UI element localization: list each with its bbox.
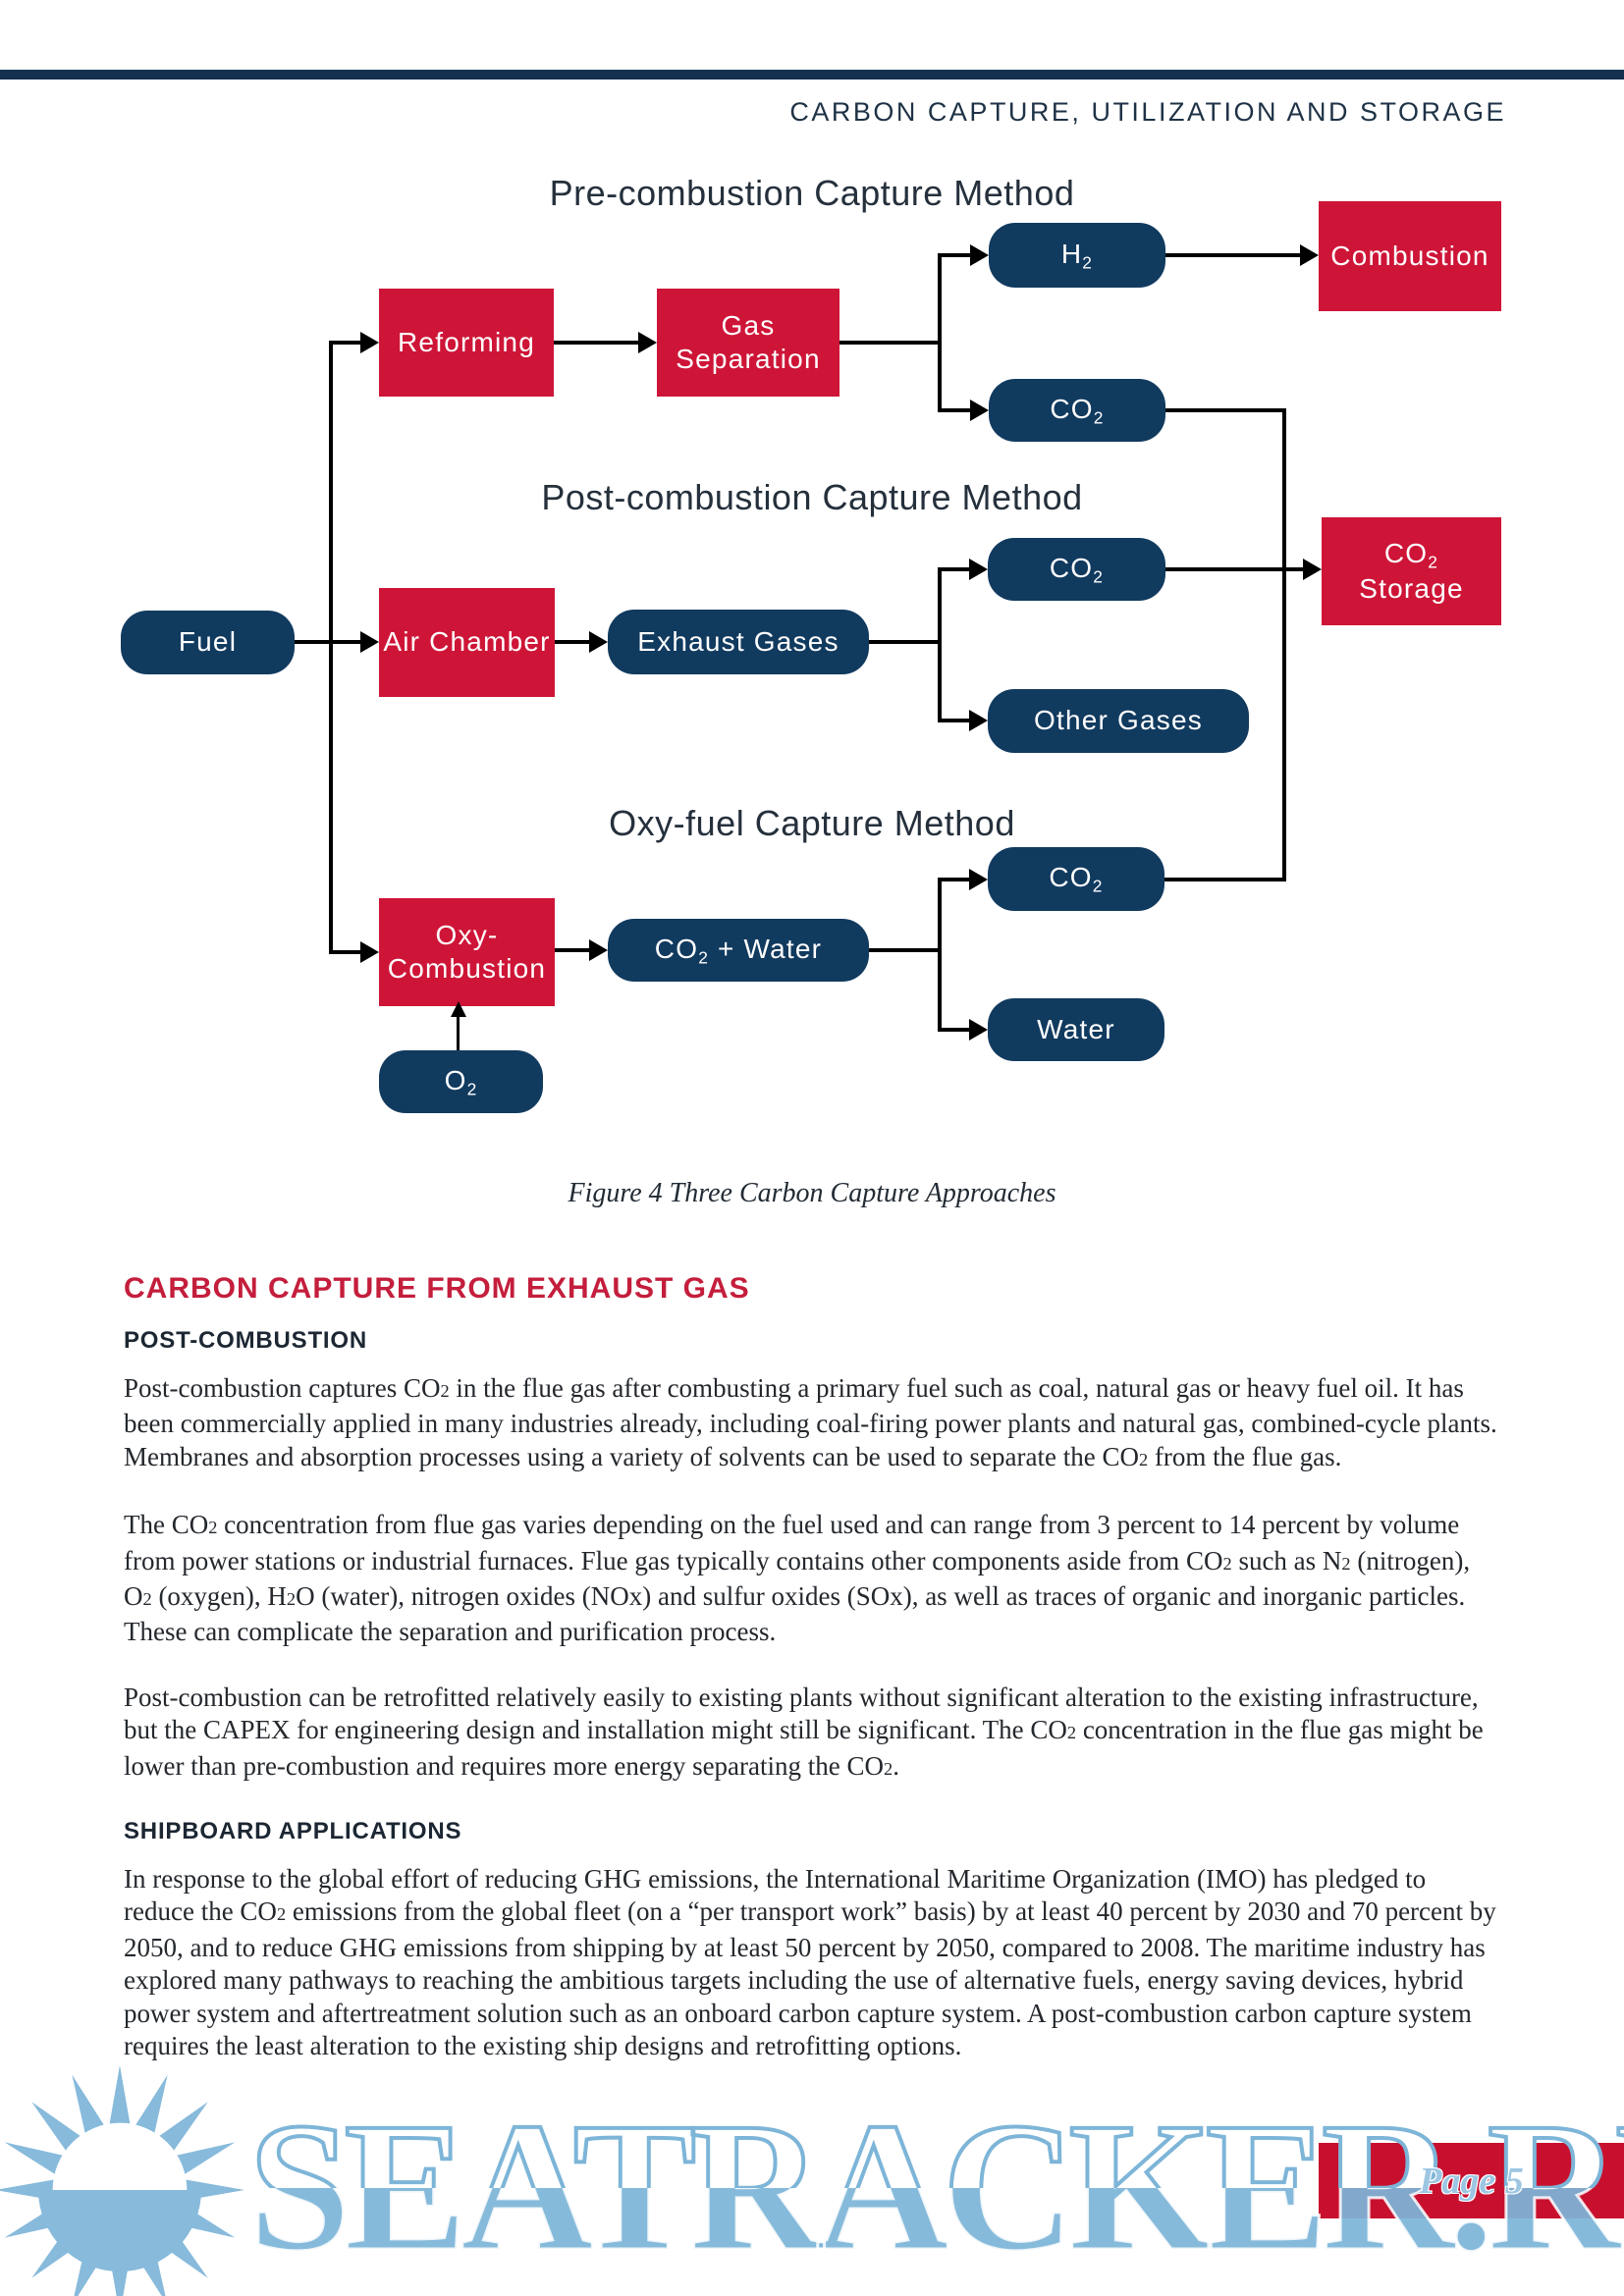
post-combustion-title: Post-combustion Capture Method (541, 477, 1083, 517)
subheading-shipboard-applications: SHIPBOARD APPLICATIONS (124, 1818, 462, 1845)
section-heading: CARBON CAPTURE FROM EXHAUST GAS (124, 1272, 750, 1305)
co2-water-label: CO2 + Water (654, 933, 823, 968)
oxy-co2-label: CO2 (1049, 862, 1104, 896)
co2-storage-label: CO2 Storage (1359, 537, 1464, 605)
paragraph-4: In response to the global effort of redu… (124, 1864, 1496, 2061)
reforming-box: Reforming (379, 289, 554, 397)
post-co2-box: CO2 (988, 538, 1165, 601)
co2-water-box: CO2 + Water (608, 919, 869, 982)
water-box: Water (988, 998, 1164, 1061)
gas-separation-box: Gas Separation (657, 289, 839, 397)
pre-co2-box: CO2 (989, 379, 1165, 442)
pre-combustion-title: Pre-combustion Capture Method (549, 173, 1075, 213)
air-chamber-label: Air Chamber (383, 626, 551, 658)
header-rule (0, 70, 1624, 80)
paragraph-1: Post-combustion captures CO2 in the flue… (124, 1373, 1497, 1471)
page-number-box (1319, 2143, 1624, 2218)
combustion-box: Combustion (1319, 201, 1501, 311)
other-gases-label: Other Gases (1034, 705, 1203, 736)
paragraph-2: The CO2 concentration from flue gas vari… (124, 1510, 1471, 1647)
fuel-box: Fuel (121, 611, 295, 674)
co2-storage-box: CO2 Storage (1322, 517, 1501, 625)
oxy-combustion-box: Oxy-Combustion (379, 898, 555, 1006)
pre-co2-label: CO2 (1050, 393, 1105, 428)
post-co2-label: CO2 (1049, 552, 1105, 587)
oxy-combustion-label: Oxy-Combustion (387, 919, 547, 984)
figure-caption: Figure 4 Three Carbon Capture Approaches (568, 1178, 1056, 1208)
oxy-co2-box: CO2 (988, 847, 1164, 911)
combustion-label: Combustion (1330, 240, 1489, 271)
exhaust-gases-box: Exhaust Gases (608, 610, 869, 674)
reforming-label: Reforming (398, 326, 535, 357)
h2-label: H2 (1060, 238, 1094, 273)
water-label: Water (1037, 1013, 1115, 1044)
oxy-fuel-title: Oxy-fuel Capture Method (609, 803, 1015, 843)
fuel-label: Fuel (178, 626, 238, 658)
air-chamber-box: Air Chamber (379, 588, 555, 697)
gas-separation-label: Gas Separation (676, 309, 821, 374)
page-number: Page 5 (1419, 2160, 1524, 2202)
exhaust-gases-label: Exhaust Gases (637, 625, 839, 657)
running-header: CARBON CAPTURE, UTILIZATION AND STORAGE (789, 97, 1506, 127)
o2-label: O2 (444, 1064, 478, 1099)
subheading-post-combustion: POST-COMBUSTION (124, 1327, 368, 1354)
other-gases-box: Other Gases (988, 689, 1249, 753)
h2-box: H2 (989, 223, 1165, 288)
sun-logo-icon (0, 2065, 244, 2296)
paragraph-3: Post-combustion can be retrofitted relat… (124, 1682, 1484, 1781)
article: CARBON CAPTURE FROM EXHAUST GAS POST-COM… (124, 1272, 1502, 2096)
o2-box: O2 (379, 1050, 543, 1113)
